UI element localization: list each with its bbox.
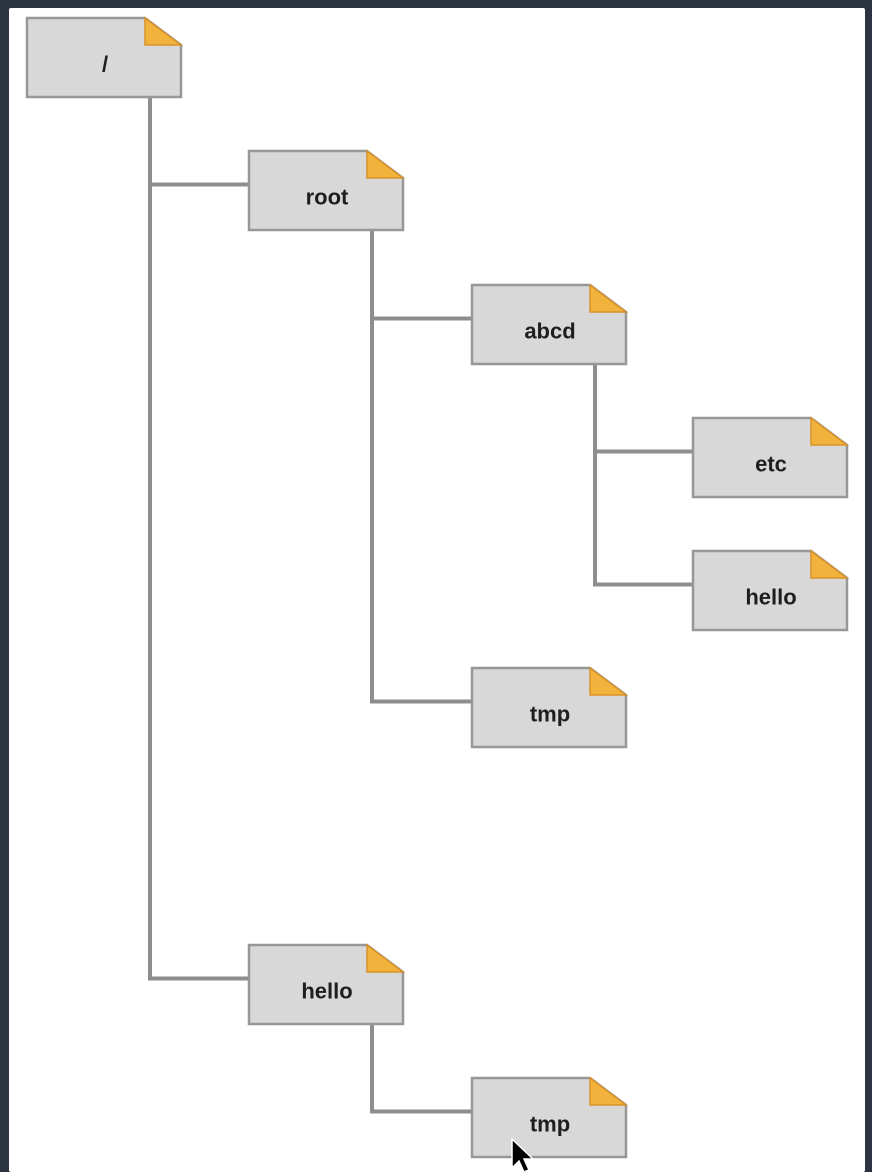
edges-layer <box>148 97 693 1114</box>
fold-corner-icon <box>366 149 406 179</box>
fold-corner-icon <box>366 943 406 973</box>
node-abcd-hello[interactable]: hello <box>691 549 850 632</box>
node-abcd[interactable]: abcd <box>470 283 629 366</box>
node-label: tmp <box>530 702 570 727</box>
node-etc[interactable]: etc <box>691 416 850 499</box>
node-label: tmp <box>530 1112 570 1137</box>
folded-corner-document-icon <box>25 16 183 99</box>
mouse-pointer-icon <box>511 1137 535 1172</box>
node-hello-tmp[interactable]: tmp <box>470 1076 629 1159</box>
node-label: etc <box>755 452 787 477</box>
node-label: / <box>102 52 108 77</box>
fold-corner-icon <box>589 666 629 696</box>
folded-corner-document-icon <box>691 549 849 632</box>
folded-corner-document-icon <box>691 416 849 499</box>
folded-corner-document-icon <box>247 149 405 232</box>
node-label: hello <box>745 585 796 610</box>
edge-root-dir-to-hello <box>148 97 249 981</box>
fold-corner-icon <box>589 1076 629 1106</box>
folded-corner-document-icon <box>470 1076 628 1159</box>
folded-corner-document-icon <box>470 283 628 366</box>
fold-corner-icon <box>810 549 850 579</box>
directory-tree-diagram: / root abcd etc hello tmp hello tmp <box>25 16 850 1172</box>
node-root-dir[interactable]: / <box>25 16 184 99</box>
edge-hello-to-hello-tmp <box>370 1024 472 1114</box>
nodes-layer: / root abcd etc hello tmp hello tmp <box>25 16 850 1159</box>
edge-abcd-to-abcd-hello <box>593 364 693 587</box>
node-label: abcd <box>524 319 575 344</box>
node-label: root <box>306 185 349 210</box>
fold-corner-icon <box>589 283 629 313</box>
node-label: hello <box>301 979 352 1004</box>
fold-corner-icon <box>810 416 850 446</box>
edge-abcd-to-etc <box>593 364 693 454</box>
folded-corner-document-icon <box>470 666 628 749</box>
diagram-canvas: / root abcd etc hello tmp hello tmp <box>9 8 865 1172</box>
edge-root-dir-to-root <box>148 97 249 187</box>
edge-root-to-abcd <box>370 230 472 321</box>
edge-root-to-root-tmp <box>370 230 472 704</box>
fold-corner-icon <box>144 16 184 46</box>
folded-corner-document-icon <box>247 943 405 1026</box>
node-root-tmp[interactable]: tmp <box>470 666 629 749</box>
node-hello[interactable]: hello <box>247 943 406 1026</box>
node-root[interactable]: root <box>247 149 406 232</box>
